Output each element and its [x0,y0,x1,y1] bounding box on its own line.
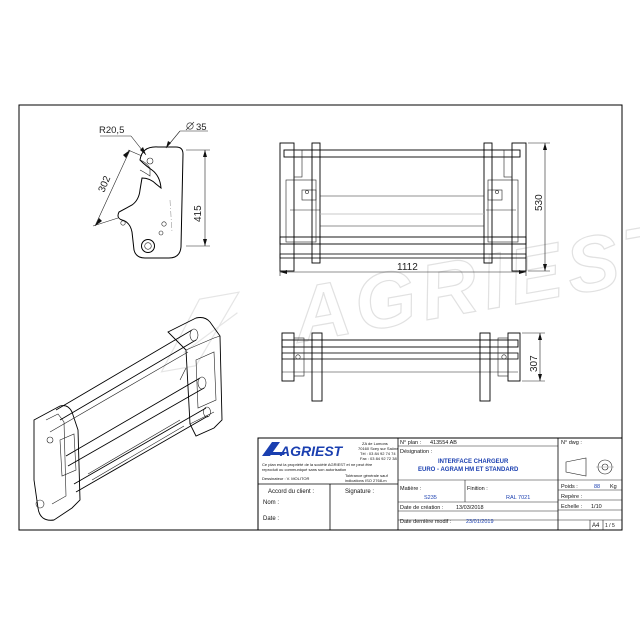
modif-value: 23/01/2019 [466,519,494,525]
front-left-bracket [311,142,321,264]
echelle-value: 1/10 [591,504,602,510]
name-label: Nom : [263,500,279,506]
side-pivot-hole [146,157,154,165]
repere-label: Repère : [561,494,583,500]
creation-value: 13/03/2018 [456,505,484,511]
company-name: AGRIEST [279,443,344,459]
dim-diameter: 35 [196,122,207,133]
dim-radius: R20,5 [99,125,124,136]
designation-line-2: EURO - AGRAM HM ET STANDARD [418,467,519,473]
side-view: 302 R20,5 35 415 [92,121,210,259]
watermark: AGRIEST [160,204,640,373]
company-address-4: Fax : 03 84 92 72 38 [360,456,397,461]
isometric-view [33,317,223,521]
diameter-symbol [186,122,194,130]
company-address-1: ZA de Lumons [362,441,388,446]
company-notice-2: reproduit ou communiqué sans son autoris… [262,467,346,472]
plan-no-label: N° plan : [400,440,422,446]
designation-line-1: INTERFACE CHARGEUR [438,459,509,465]
side-hole-lower [120,220,126,226]
side-lock-pin [141,239,155,253]
matiere-value: S235 [424,495,437,501]
creation-label: Date de création : [400,505,444,511]
title-block: AGRIEST ZA de Lumons 70160 Scey sur Saôn… [257,437,623,531]
top-view: 307 [281,332,545,402]
signature-label: Signature : [345,489,374,495]
matiere-label: Matière : [400,486,422,492]
agriest-logo: AGRIEST [262,442,344,459]
finition-label: Finition : [467,486,488,492]
date-label: Date : [263,516,279,522]
format-value: A4 [592,523,600,529]
company-address-2: 70160 Scey sur Saône [358,446,399,451]
poids-value: 88 [594,484,600,490]
tolerance-2: indications ISO 2768-m [345,478,387,483]
dim-top-height: 307 [529,355,540,372]
side-centerline [169,199,173,233]
client-label: Accord du client : [268,489,314,495]
modif-label: Date dernière modif : [400,519,452,525]
front-left-plate [279,142,295,272]
front-view: 1112 530 [279,142,550,276]
watermark-logo-shape [160,291,241,373]
side-pin-hole-top [161,221,167,227]
side-pin-hole-bottom [158,230,164,236]
side-plate-hook [139,159,151,177]
front-right-bracket [483,142,493,264]
finition-value: RAL 7021 [506,495,530,501]
side-plate-outline [117,146,184,259]
dwg-no-label: N° dwg : [561,440,582,446]
company-notice-1: Ce plan est la propriété de la société A… [262,462,373,467]
designer-label: Dessinateur : V. MOLITOR [262,476,309,481]
company-address-3: Tél : 03 84 92 74 74 [360,451,396,456]
plan-no: 413554 AB [430,440,457,446]
echelle-label: Echelle : [561,504,583,510]
sheet-value: 1 / 5 [605,523,615,529]
poids-unit: Kg [610,484,617,490]
projection-symbol [565,457,614,477]
watermark-text: AGRIEST [284,205,640,360]
dim-side-height: 415 [193,205,204,222]
front-top-tube [283,149,521,158]
dim-front-height: 530 [534,194,545,211]
dim-front-width: 1112 [397,262,418,273]
side-lock-pin-inner [144,242,152,250]
poids-label: Poids : [561,484,578,490]
tolerance-1: Tolérance générale sauf [345,473,389,478]
designation-label: Désignation : [400,449,433,455]
